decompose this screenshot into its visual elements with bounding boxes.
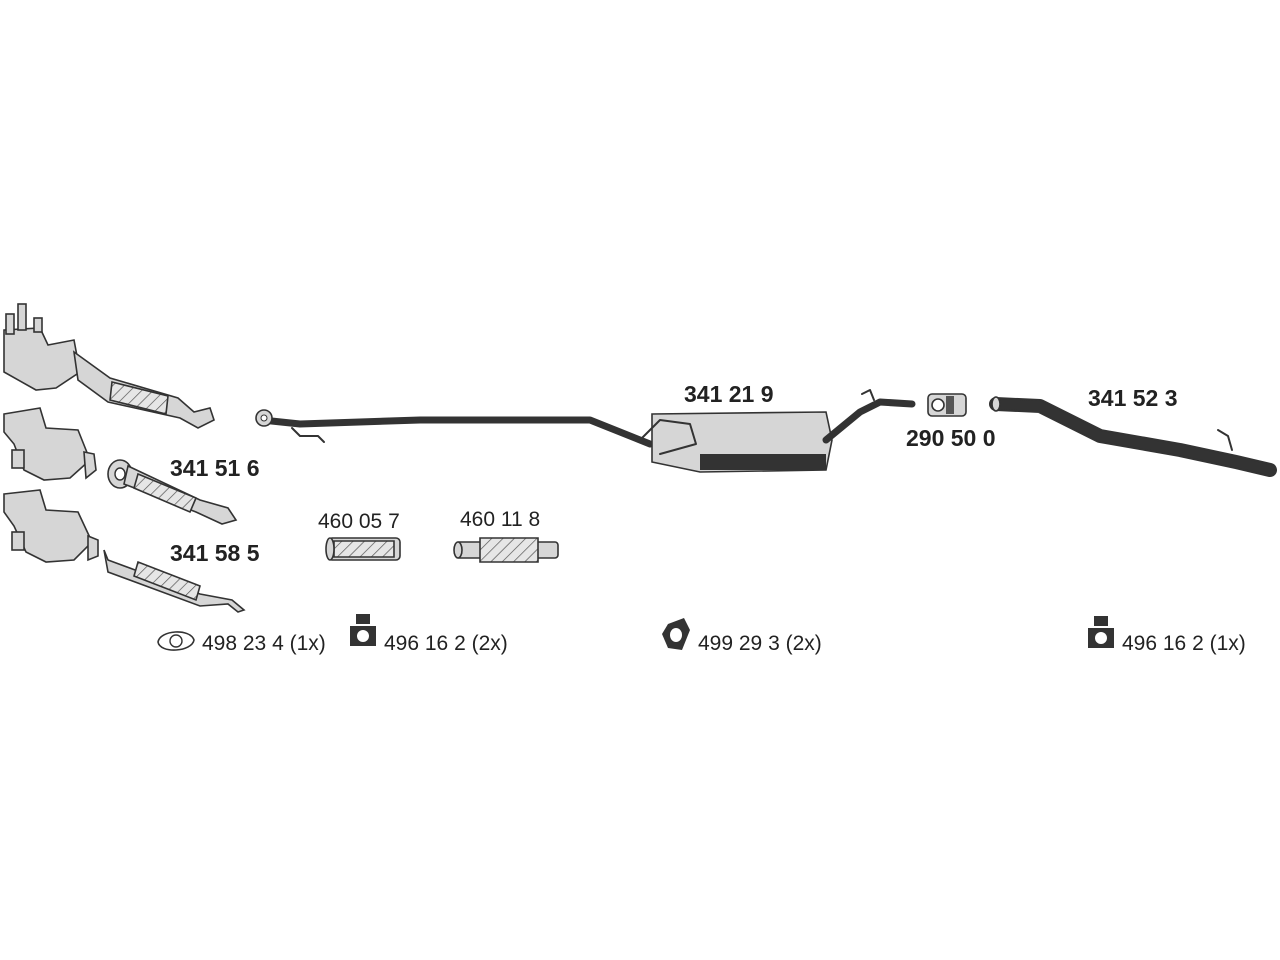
label-499293: 499 29 3 (2x): [698, 632, 822, 655]
label-496162-1x: 496 16 2 (1x): [1122, 632, 1246, 655]
front-pipe-341585: [103, 549, 246, 613]
clamp-290500: [927, 393, 967, 417]
label-341516: 341 51 6: [170, 455, 260, 481]
tail-pipe-341523: [989, 396, 1277, 477]
catalytic-converter-middle: [3, 407, 97, 481]
label-341219: 341 21 9: [684, 381, 774, 407]
label-341585: 341 58 5: [170, 540, 260, 566]
label-498234: 498 23 4 (1x): [202, 632, 326, 655]
label-496162-2x: 496 16 2 (2x): [384, 632, 508, 655]
label-460057: 460 05 7: [318, 510, 400, 533]
catalytic-converter-top: [3, 303, 215, 429]
gasket-icon: [157, 631, 195, 651]
flex-connector-460118: [453, 537, 559, 563]
front-pipe-341516: [107, 459, 238, 525]
rubber-hanger-icon: [350, 614, 376, 646]
middle-silencer-341219: [255, 389, 916, 473]
catalytic-converter-bottom: [3, 489, 99, 563]
rubber-mount-icon: [662, 618, 690, 650]
label-290500: 290 50 0: [906, 425, 996, 451]
label-341523: 341 52 3: [1088, 385, 1178, 411]
flex-connector-460057: [325, 537, 401, 561]
label-460118: 460 11 8: [460, 508, 540, 531]
rubber-hanger-icon-2: [1088, 616, 1114, 648]
